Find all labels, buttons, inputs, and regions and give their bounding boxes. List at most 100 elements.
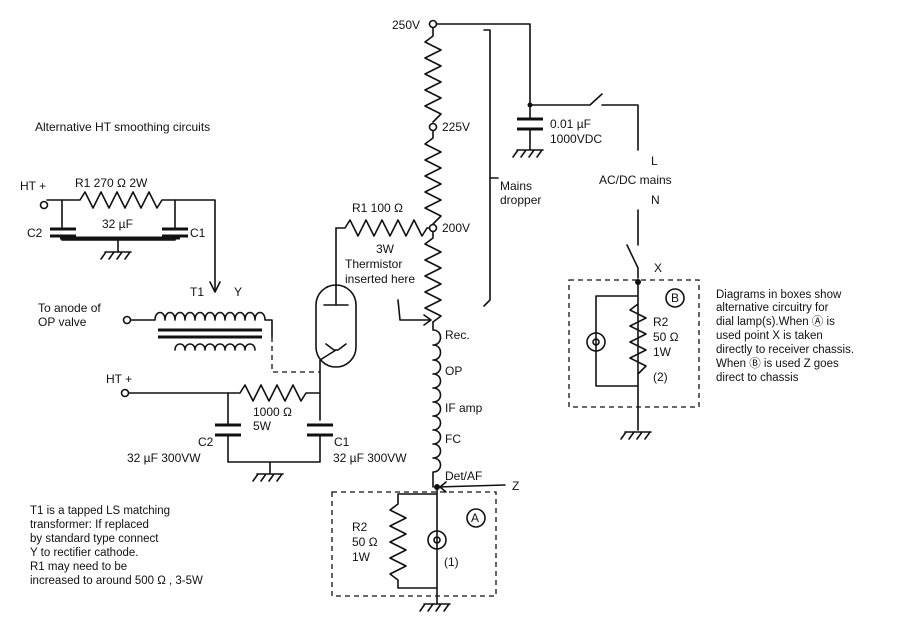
cap-leads-top [61,199,176,229]
primary-winding [130,311,273,338]
top-smoothing-circuit: Alternative HT smoothing circuits HT + R… [20,120,221,293]
r1-270-label: R1 270 Ω 2W [75,176,148,190]
r1-100-resistor [335,219,434,237]
anode-label-1: To anode of [38,301,101,315]
x-label: X [654,261,662,275]
mains-dropper-bracket [483,29,491,307]
diag-note-line-6: When Ⓑ is used Z goes [716,357,839,370]
bottom-smoothing-circuit: HT + 1000 Ω 5W C2 32 µF 300VW C1 32 µF 3… [106,372,407,482]
r2-b-label-3: 1W [653,345,672,359]
dashed-connection [271,337,320,373]
lamp-a-filament [433,536,441,544]
r1-100-label-1: R1 100 Ω [352,201,403,215]
res-1000-label-1: 1000 Ω [253,405,292,419]
v200-label: 200V [442,221,470,235]
ht-plus-top-label: HT + [20,179,46,193]
t1-label: T1 [190,285,204,299]
capacitors-bottom [215,423,333,437]
mains-capacitor: 0.01 µF 1000VDC L AC/DC mains N X [512,93,672,285]
rec-label: Rec. [445,328,470,342]
t1-note-line-2: transformer: If replaced [30,519,149,531]
rectifier-valve [315,227,357,421]
r2-b-label-1: R2 [653,315,669,329]
v225-terminal [428,122,438,132]
mains-cap-plates [517,117,543,131]
diag-note-line-7: direct to chassis [716,372,799,384]
diag-note-line-3: dial lamp(s).When Ⓐ is [716,315,835,328]
t1-note-line-5: R1 may need to be [30,561,127,573]
mains-switch-bottom [626,209,639,279]
diag-note-line-5: directly to receiver chassis. [716,344,854,356]
diag-note-line-1: Diagrams in boxes show [716,289,842,301]
thermistor-label-1: Thermistor [345,257,402,271]
dropper-section-3 [424,231,442,323]
box-b-circle [665,288,685,308]
t1-note-line-3: by standard type connect [30,533,159,545]
valve-heater-chain [432,321,442,488]
mains-switch-top [529,93,639,151]
v250-label: 250V [392,18,420,32]
c2-value-label: 32 µF 300VW [127,451,201,465]
res-1000-label-2: 5W [253,419,272,433]
t1-note-line-1: T1 is a tapped LS matching [30,505,170,517]
cap-top-label: 32 µF [102,217,133,231]
cap-mains-label-2: 1000VDC [550,132,602,146]
r2-a-label-3: 1W [352,550,371,564]
r2-b-resistor [595,281,647,431]
r2-a-label-2: 50 Ω [352,535,378,549]
r2-a-resistor [389,486,438,605]
lamp-a-icon [427,530,447,550]
valve-cathode-lead [319,349,337,421]
ht-plus-top-terminal [39,200,49,210]
diag-note-line-4: used point X is taken [716,330,823,342]
v200-terminal [428,223,438,233]
c1-top-label: C1 [190,226,206,240]
r1-270-resistor [46,191,216,291]
box-a-circle [466,508,486,528]
mains-cap-leads [512,104,544,158]
t1-note-line-4: Y to rectifier cathode. [30,547,138,559]
box-b: R2 50 Ω 1W (2) B [568,279,700,440]
c2-bottom-label: C2 [198,435,214,449]
dropper-section-2 [424,130,442,225]
transformer-t1: T1 Y To anode of OP valve [38,285,320,373]
cap-leads-bottom [227,392,321,463]
capacitors-top [50,227,188,238]
l-label: L [651,154,658,168]
r1-100-resistor-group: R1 100 Ω 3W [335,201,434,256]
t1-note: T1 is a tapped LS matching transformer: … [30,505,203,587]
mains-dropper: 250V 225V 200V Thermistor inserted here … [345,18,541,493]
fc-label: FC [445,432,461,446]
res-1000-resistor [128,384,321,402]
dropper-section-1 [424,23,531,123]
ht-plus-bottom-terminal [120,388,130,398]
arrow-to-y-icon [209,281,221,293]
box-a-label: A [471,511,479,525]
op-label: OP [445,364,462,378]
r2-a-label-1: R2 [352,520,368,534]
lamp-b-icon [586,332,606,352]
diagram-note: Diagrams in boxes show alternative circu… [716,289,854,384]
lamp-a-label: (1) [444,555,459,569]
transformer-core [158,328,262,339]
box-a: R2 50 Ω 1W (1) A [331,486,497,612]
c2-top-label: C2 [27,226,43,240]
c1-value-label: 32 µF 300VW [333,451,407,465]
cap-mains-label-1: 0.01 µF [550,117,591,131]
v250-terminal [428,19,438,29]
box-b-label: B [671,291,679,305]
ht-plus-bottom-label: HT + [106,372,132,386]
z-label: Z [512,479,519,493]
dropper-label: dropper [500,193,541,207]
lamp-b-filament [592,338,600,346]
ground-icon [100,251,132,260]
alt-title: Alternative HT smoothing circuits [35,120,210,134]
mains-label: Mains [500,179,532,193]
box-a-frame [331,491,497,597]
det-af-label: Det/AF [445,469,482,483]
c1-bottom-label: C1 [334,435,350,449]
ground-icon-a [419,603,451,612]
t1-note-line-6: increased to around 500 Ω , 3-5W [30,575,203,587]
anode-terminal [122,315,132,325]
